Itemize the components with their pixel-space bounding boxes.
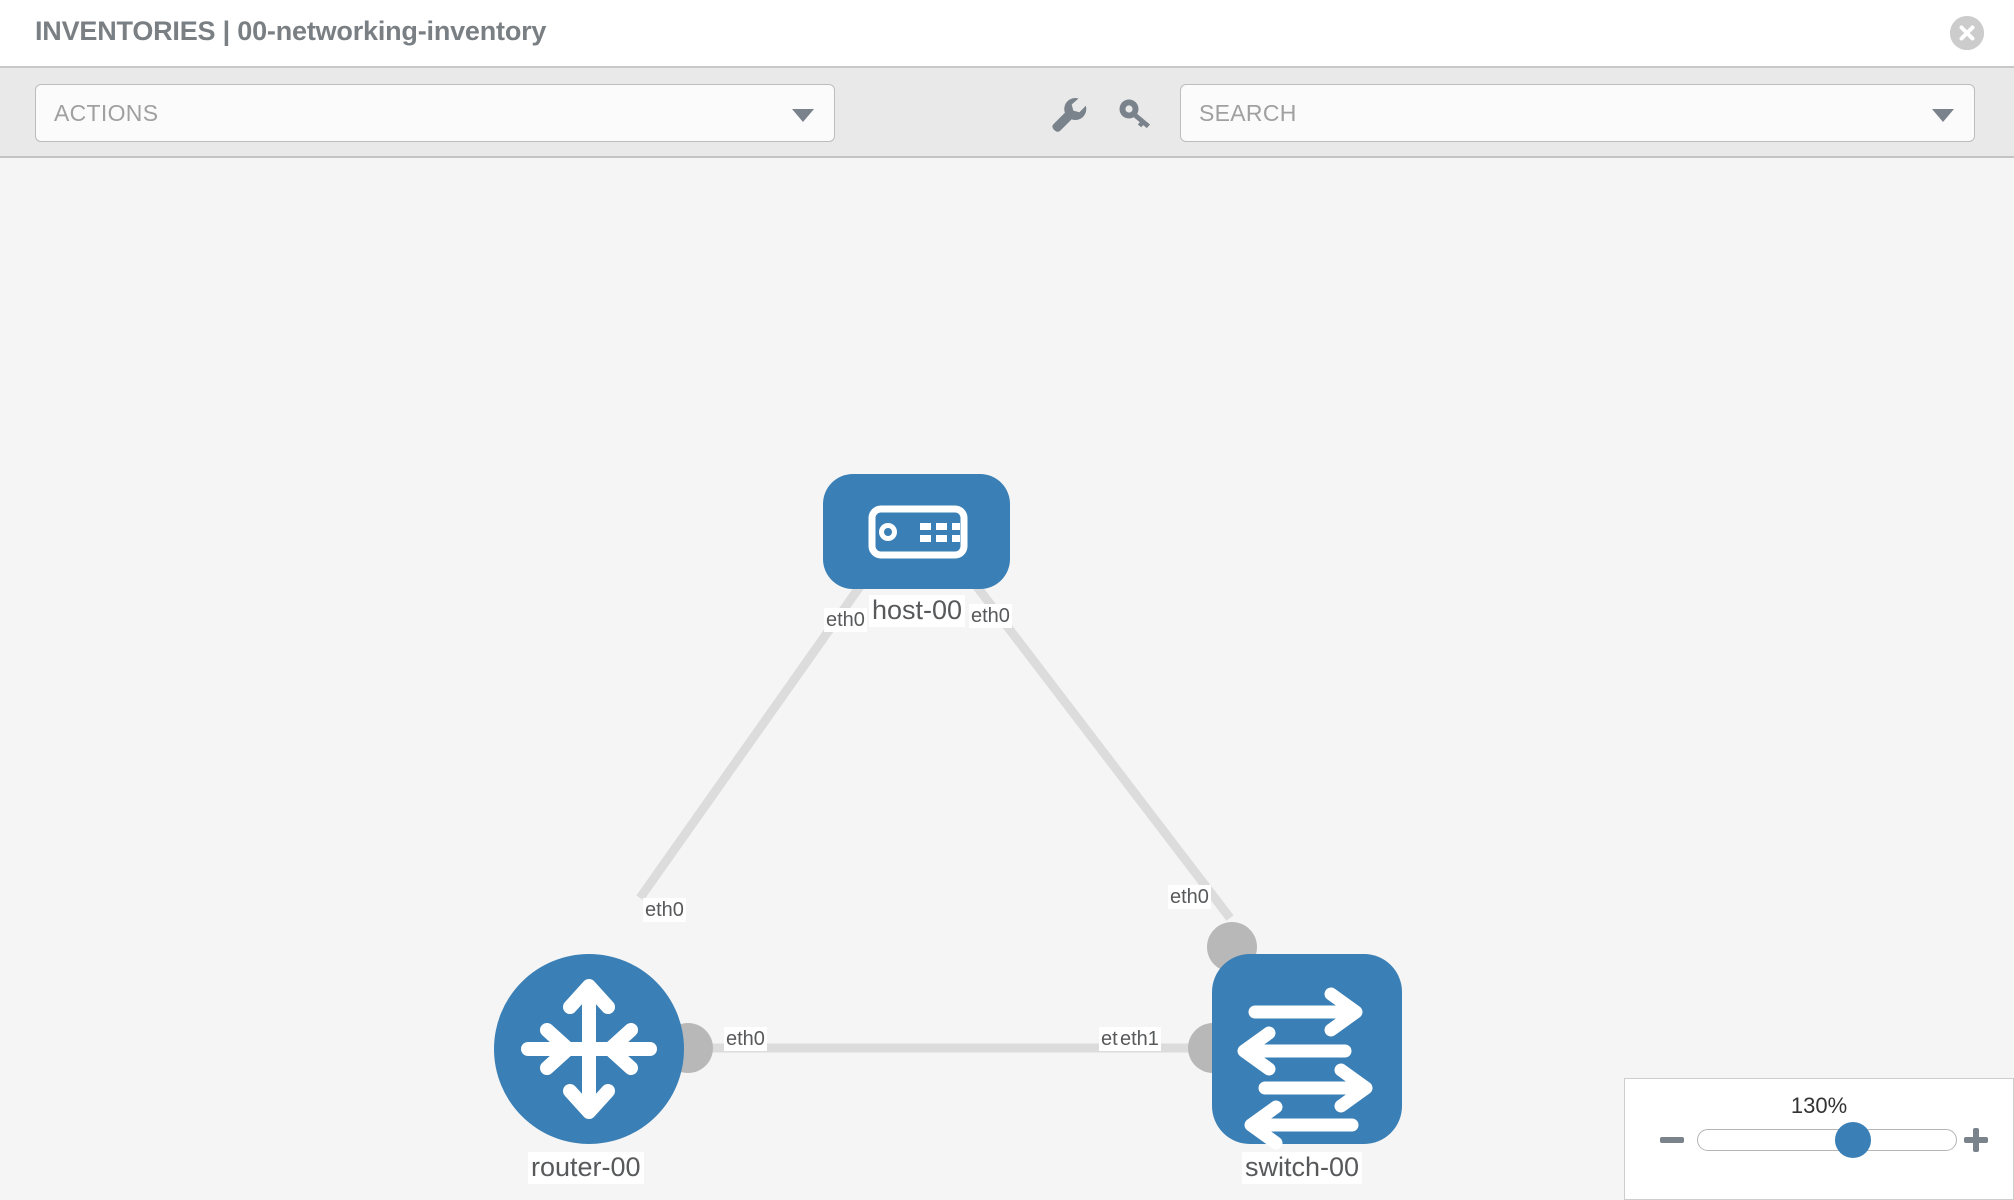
zoom-slider[interactable] [1697,1122,1957,1158]
close-icon[interactable] [1950,16,1984,50]
node-label-router-00: router-00 [528,1152,644,1184]
wrench-icon[interactable] [1046,92,1090,136]
node-host-00 [823,474,1010,589]
actions-dropdown-label: ACTIONS [54,100,159,126]
iface-label-host00-right: eth0 [969,604,1012,628]
minus-icon[interactable] [1657,1125,1687,1155]
topology-graph [494,474,1402,1150]
node-label-host-00: host-00 [869,595,966,627]
actions-dropdown[interactable]: ACTIONS [35,84,835,142]
node-router-00 [494,954,684,1144]
zoom-control-panel: 130% [1624,1078,2014,1200]
page-title: INVENTORIES | 00-networking-inventory [35,16,547,46]
iface-label-switch00-upper: eth0 [1168,885,1211,909]
topology-links [636,555,1234,1053]
search-input[interactable]: SEARCH [1180,84,1975,142]
zoom-level-label: 130% [1790,1093,1848,1118]
zoom-slider-thumb[interactable] [1834,1122,1871,1158]
iface-label-switch00-left: eth1 [1118,1027,1161,1051]
router-arrows-icon [521,979,657,1119]
node-switch-00 [1212,954,1402,1150]
node-label-switch-00: switch-00 [1242,1152,1363,1184]
chevron-down-icon [792,109,814,122]
page-header: INVENTORIES | 00-networking-inventory [0,0,2014,68]
search-placeholder: SEARCH [1199,100,1297,126]
switch-arrows-icon [1237,987,1373,1150]
chevron-down-icon [1932,109,1954,122]
topology-canvas[interactable]: eth0 eth0 eth0 eth0 eth0 etl eth1 host-0… [0,158,2014,1200]
key-icon[interactable] [1114,92,1158,136]
iface-label-host00-left: eth0 [824,608,867,632]
server-icon [868,505,968,559]
iface-label-router00-upper: eth0 [643,898,686,922]
iface-label-router00-right: eth0 [724,1027,767,1051]
plus-icon[interactable] [1961,1125,1991,1155]
